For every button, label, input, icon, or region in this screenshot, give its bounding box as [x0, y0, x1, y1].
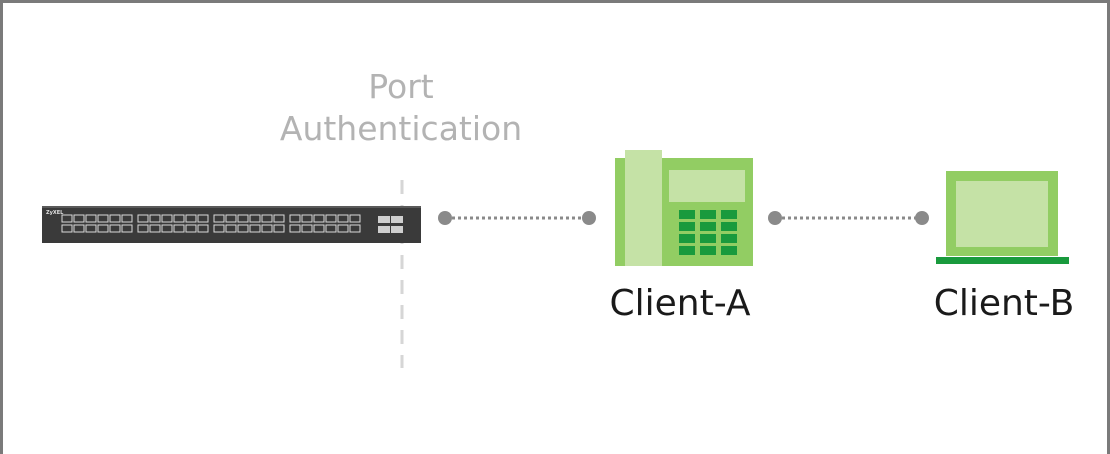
switch-port	[97, 224, 109, 233]
switch-port	[349, 224, 361, 233]
switch-port	[249, 214, 261, 223]
switch-port	[273, 214, 285, 223]
client-a-to-client-b-link	[768, 211, 929, 225]
keypad-key	[700, 222, 716, 231]
switch-port	[325, 224, 337, 233]
ip-phone-icon	[615, 150, 753, 266]
switch-port	[161, 214, 173, 223]
switch-port	[337, 224, 349, 233]
switch-port	[273, 224, 285, 233]
switch-port	[185, 214, 197, 223]
switch-uplink-ports	[378, 216, 403, 233]
switch-port	[61, 224, 73, 233]
client-b-label: Client-B	[933, 283, 1075, 324]
switch-port	[325, 214, 337, 223]
switch-port	[225, 224, 237, 233]
switch-top-edge	[42, 206, 421, 208]
keypad-key	[700, 210, 716, 219]
switch-port	[289, 224, 301, 233]
switch-port	[173, 214, 185, 223]
switch-port	[185, 224, 197, 233]
switch-port	[301, 214, 313, 223]
switch-port	[109, 214, 121, 223]
switch-port	[197, 224, 209, 233]
keypad-key	[679, 222, 695, 231]
switch-port-grid	[61, 214, 361, 233]
switch-port	[337, 214, 349, 223]
keypad-key	[721, 246, 737, 255]
keypad-key	[679, 210, 695, 219]
client-a-label: Client-A	[609, 283, 751, 324]
switch-port	[73, 214, 85, 223]
switch-port	[137, 214, 149, 223]
switch-port	[137, 224, 149, 233]
switch-port	[85, 224, 97, 233]
port-label-line2: Authentication	[279, 109, 523, 148]
switch-brand-label: ZyXEL	[46, 210, 64, 216]
keypad-key	[721, 222, 737, 231]
switch-port	[261, 224, 273, 233]
switch-port	[161, 224, 173, 233]
keypad-key	[679, 246, 695, 255]
phone-display	[669, 170, 745, 202]
keypad-key	[700, 234, 716, 243]
phone-handset	[625, 150, 662, 266]
switch-port	[149, 224, 161, 233]
switch-port	[225, 214, 237, 223]
switch-port	[349, 214, 361, 223]
keypad-key	[700, 246, 716, 255]
keypad-key	[721, 234, 737, 243]
switch-port	[249, 224, 261, 233]
switch-port	[97, 214, 109, 223]
switch-to-client-a-link	[438, 211, 596, 225]
switch-port	[213, 224, 225, 233]
switch-port	[261, 214, 273, 223]
keypad-key	[679, 234, 695, 243]
switch-port	[61, 214, 73, 223]
switch-port	[149, 214, 161, 223]
laptop-screen	[956, 181, 1048, 247]
port-authentication-label: Port Authentication	[246, 66, 556, 150]
switch-port	[173, 224, 185, 233]
switch-port	[313, 214, 325, 223]
network-switch-icon: ZyXEL	[42, 206, 421, 243]
port-label-line1: Port	[368, 67, 434, 106]
switch-port	[73, 224, 85, 233]
switch-port	[313, 224, 325, 233]
laptop-icon	[936, 171, 1069, 264]
switch-port	[237, 224, 249, 233]
keypad-key	[721, 210, 737, 219]
laptop-base	[936, 257, 1069, 264]
switch-port	[289, 214, 301, 223]
switch-port	[121, 224, 133, 233]
switch-port	[197, 214, 209, 223]
switch-port	[301, 224, 313, 233]
phone-keypad	[679, 210, 737, 255]
switch-port	[121, 214, 133, 223]
switch-port	[237, 214, 249, 223]
switch-port	[213, 214, 225, 223]
switch-port	[109, 224, 121, 233]
switch-port	[85, 214, 97, 223]
